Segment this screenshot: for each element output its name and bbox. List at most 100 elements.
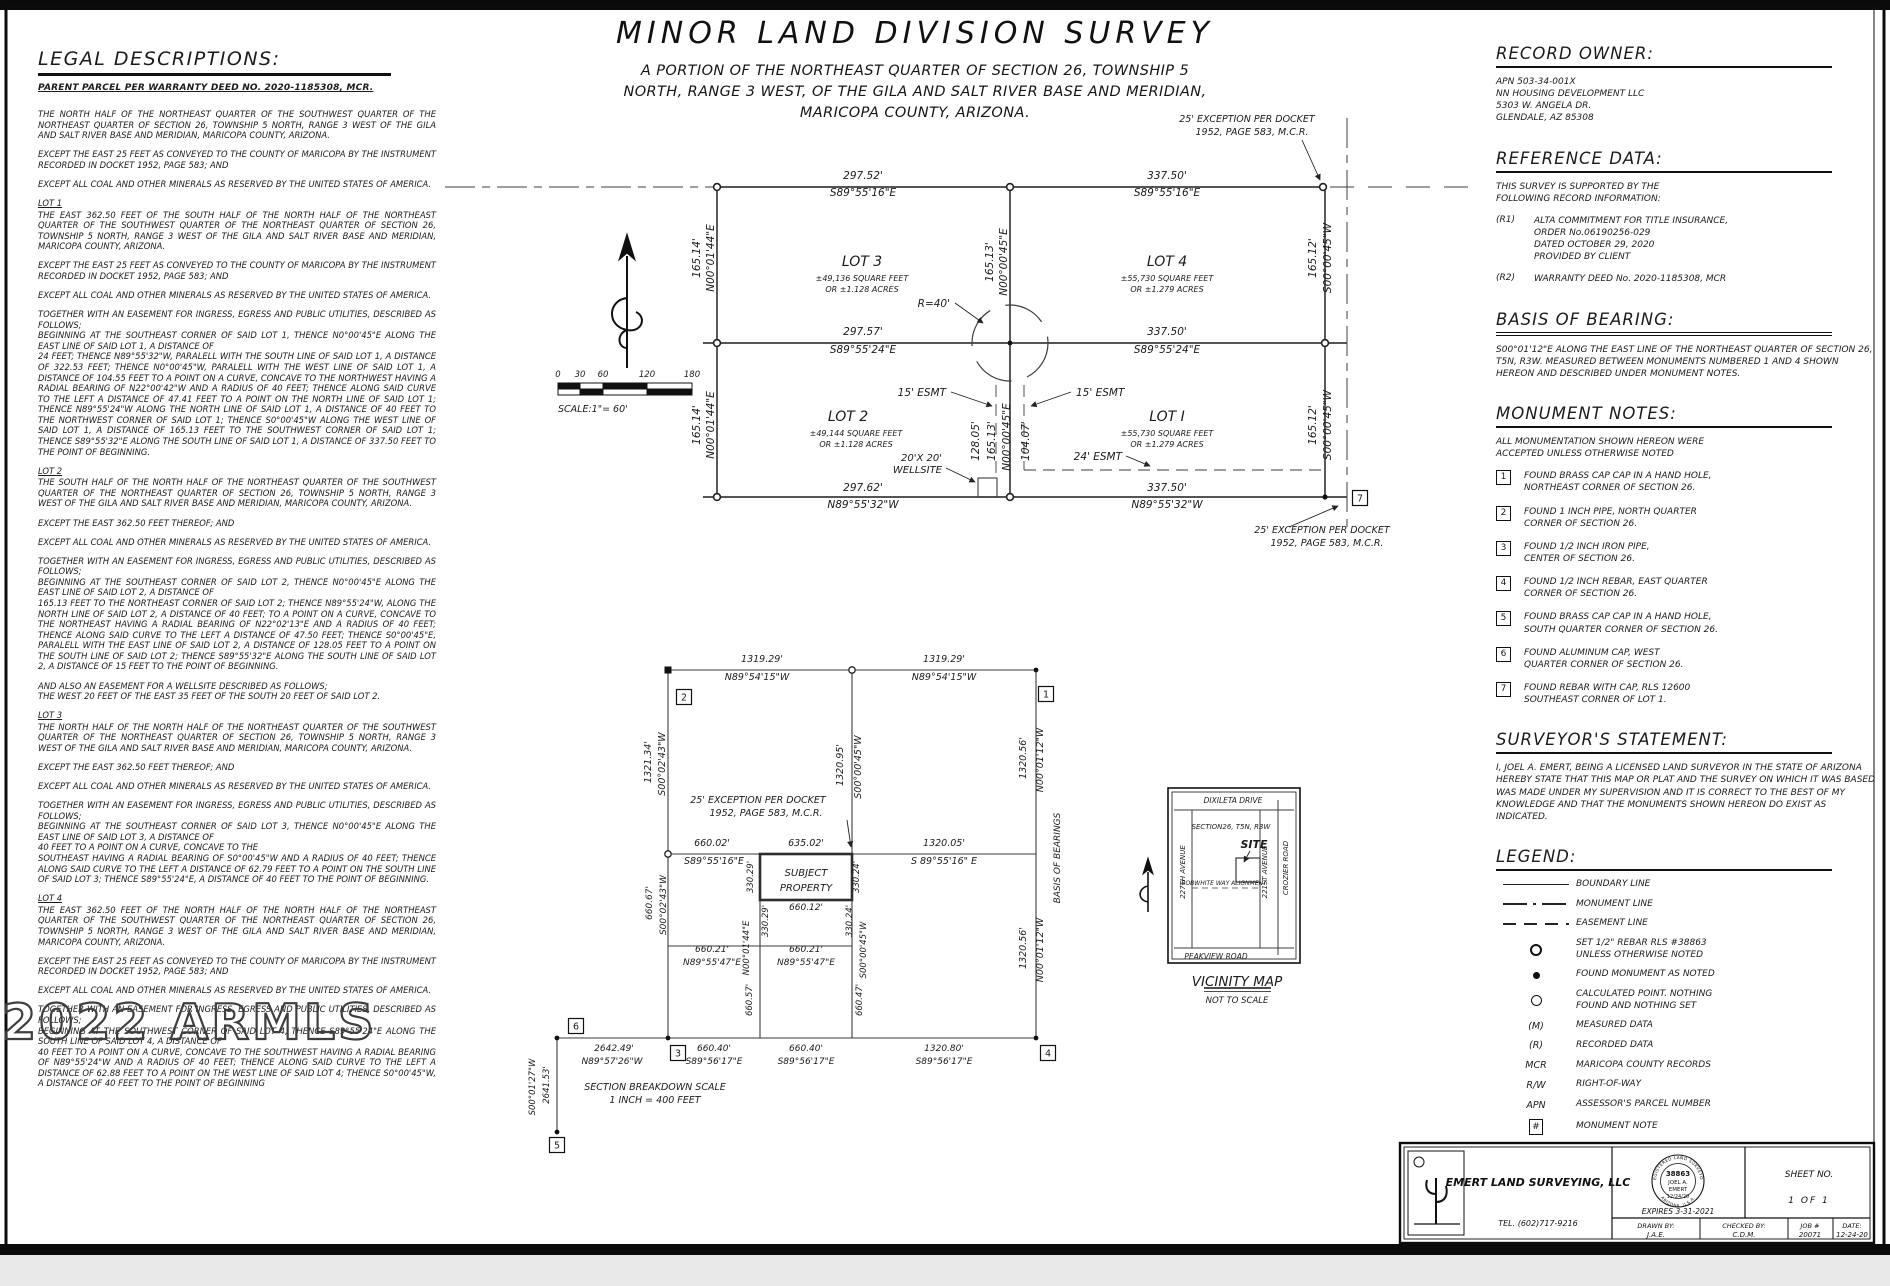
seal-number: 38863 [1666, 1170, 1690, 1178]
scan-edge-bottom [0, 1244, 1890, 1255]
svg-text:1 INCH = 400 FEET: 1 INCH = 400 FEET [609, 1095, 701, 1106]
svg-text:N00°01'12"W: N00°01'12"W [1035, 727, 1046, 792]
svg-text:S89°55'16"E: S89°55'16"E [1134, 187, 1201, 199]
page-subtitle: A PORTION OF THE NORTHEAST QUARTER OF SE… [555, 61, 1275, 124]
legal-paragraph: AND ALSO AN EASEMENT FOR A WELLSITE DESC… [38, 680, 381, 702]
monument-note: 3 FOUND 1/2 INCH IRON PIPE, CENTER OF SEC… [1496, 540, 1878, 565]
legend-label: RIGHT-OF-WAY [1576, 1079, 1642, 1090]
monument-note-number: 4 [1496, 576, 1511, 592]
monument-note-text: FOUND BRASS CAP CAP IN A HAND HOLE, NORT… [1524, 471, 1712, 494]
svg-text:660.67': 660.67' [645, 886, 655, 920]
svg-text:1320.56': 1320.56' [1018, 927, 1029, 969]
svg-text:S00°02'43"W: S00°02'43"W [657, 732, 668, 796]
svg-text:20'X 20': 20'X 20' [901, 453, 942, 464]
svg-text:297.62': 297.62' [843, 482, 883, 494]
legend-heading: LEGEND: [1496, 847, 1833, 871]
svg-text:OR ±1.279 ACRES: OR ±1.279 ACRES [1130, 440, 1203, 449]
monument-note-text: FOUND REBAR WITH CAP, RLS 12600 SOUTHEAS… [1524, 682, 1691, 706]
legal-blocks: THE NORTH HALF OF THE NORTHEAST QUARTER … [38, 109, 436, 1089]
reference-data-items: (R1)ALTA COMMITMENT FOR TITLE INSURANCE,… [1496, 215, 1878, 286]
legend-item: MONUMENT LINE [1496, 899, 1878, 911]
wellsite-square [977, 477, 998, 498]
company-name: EMERT LAND SURVEYING, LLC [1446, 1176, 1631, 1189]
legal-paragraph: EXCEPT ALL COAL AND OTHER MINERALS AS RE… [38, 781, 432, 792]
svg-text:VICINITY MAP: VICINITY MAP [1192, 974, 1283, 990]
legal-paragraph: LOT 3 [38, 710, 63, 721]
subject-property-outline [758, 852, 854, 902]
legend-symbol [1530, 995, 1542, 1007]
site-parcel [1235, 857, 1261, 883]
svg-text:1320.95': 1320.95' [835, 744, 846, 786]
svg-text:660.47': 660.47' [855, 984, 865, 1016]
monument-note: 5 FOUND BRASS CAP CAP IN A HAND HOLE, SOU… [1496, 611, 1878, 635]
legend-label: CALCULATED POINT. NOTHING FOUND AND NOTH… [1576, 989, 1713, 1011]
north-arrow-icon [611, 232, 643, 368]
legend-symbol [1503, 903, 1569, 906]
svg-text:N00°01'44"E: N00°01'44"E [705, 391, 717, 459]
svg-text:24' ESMT: 24' ESMT [1074, 451, 1124, 463]
reference-data-intro: THIS SURVEY IS SUPPORTED BY THE FOLLOWIN… [1496, 181, 1661, 204]
svg-text:N00°00'45"E: N00°00'45"E [998, 228, 1010, 296]
svg-text:LOT 2: LOT 2 [828, 409, 868, 425]
svg-text:BOBWHITE WAY ALIGNMENT: BOBWHITE WAY ALIGNMENT [1181, 880, 1268, 887]
svg-text:1320.05': 1320.05' [923, 838, 965, 849]
easement-lines [995, 385, 1325, 478]
legal-paragraph: TOGETHER WITH AN EASEMENT FOR INGRESS, E… [38, 800, 436, 885]
svg-text:297.52': 297.52' [843, 170, 883, 182]
svg-text:CROZIER ROAD: CROZIER ROAD [1282, 840, 1290, 895]
svg-text:S89°56'17"E: S89°56'17"E [916, 1057, 973, 1067]
svg-text:S89°55'24"E: S89°55'24"E [830, 344, 897, 356]
svg-text:15' ESMT: 15' ESMT [898, 387, 948, 399]
svg-text:635.02': 635.02' [788, 838, 824, 849]
surveyors-statement-heading: SURVEYOR'S STATEMENT: [1496, 730, 1833, 755]
owner-line: APN 503-34-001X [1496, 77, 1576, 87]
drawn-by-label: DRAWN BY: [1637, 1222, 1674, 1230]
legend-item: R/W RIGHT-OF-WAY [1496, 1079, 1878, 1091]
date-value: 12-24-20 [1836, 1231, 1868, 1239]
surveyors-statement-section: SURVEYOR'S STATEMENT: I, JOEL A. EMERT, … [1496, 730, 1878, 823]
legal-paragraph: EXCEPT ALL COAL AND OTHER MINERALS AS RE… [38, 985, 432, 996]
legal-paragraph: EXCEPT THE EAST 25 FEET AS CONVEYED TO T… [38, 149, 436, 170]
svg-text:221ST AVENUE: 221ST AVENUE [1261, 845, 1269, 898]
legend-label: MEASURED DATA [1576, 1020, 1653, 1031]
svg-text:OR ±1.279 ACRES: OR ±1.279 ACRES [1130, 285, 1203, 294]
svg-text:1952, PAGE 583, M.C.R.: 1952, PAGE 583, M.C.R. [1270, 538, 1383, 549]
legal-paragraph: LOT 4 [38, 893, 63, 904]
svg-text:1321.34': 1321.34' [643, 741, 654, 783]
page-title: MINOR LAND DIVISION SURVEY [616, 16, 1214, 51]
svg-text:1952, PAGE 583, M.C.R.: 1952, PAGE 583, M.C.R. [1195, 127, 1308, 138]
scale-bar [557, 382, 693, 396]
monument-note-number: 3 [1496, 540, 1511, 556]
legend-label: MONUMENT NOTE [1576, 1121, 1658, 1132]
svg-text:SECTION26, T5N, R3W: SECTION26, T5N, R3W [1192, 823, 1272, 831]
monument-note-text: FOUND BRASS CAP CAP IN A HAND HOLE, SOUT… [1524, 612, 1718, 635]
svg-text:±55,730 SQUARE FEET: ±55,730 SQUARE FEET [1121, 274, 1215, 283]
svg-text:660.02': 660.02' [694, 838, 730, 849]
sheet-no-value: 1 OF 1 [1788, 1196, 1829, 1206]
basis-of-bearing-text: S00°01'12"E ALONG THE EAST LINE OF THE N… [1496, 344, 1873, 379]
legend-symbol: R/W [1526, 1079, 1546, 1091]
svg-text:S89°55'16"E: S89°55'16"E [830, 187, 897, 199]
svg-text:165.12': 165.12' [1307, 405, 1319, 445]
monument-note: 7 FOUND REBAR WITH CAP, RLS 12600 SOUTHEA… [1496, 681, 1878, 706]
monument-note-number: 7 [1496, 681, 1511, 697]
breakdown-markers [554, 666, 1039, 1135]
legal-paragraph: LOT 2 [38, 465, 63, 476]
legend-item: CALCULATED POINT. NOTHING FOUND AND NOTH… [1496, 989, 1878, 1012]
svg-text:30: 30 [575, 370, 586, 380]
monument-note-text: FOUND 1/2 INCH IRON PIPE, CENTER OF SECT… [1524, 541, 1650, 564]
svg-text:S 89°55'16" E: S 89°55'16" E [911, 856, 977, 867]
legend-item: SET 1/2" REBAR RLS #38863 UNLESS OTHERWI… [1496, 938, 1878, 961]
legend-item: EASEMENT LINE [1496, 918, 1878, 930]
monument-notes-section: MONUMENT NOTES: ALL MONUMENTATION SHOWN … [1496, 404, 1878, 706]
legal-paragraph: TOGETHER WITH AN EASEMENT FOR INGRESS, E… [38, 555, 436, 672]
legal-paragraph: EXCEPT ALL COAL AND OTHER MINERALS AS RE… [38, 536, 432, 547]
drawn-by-value: J.A.E. [1645, 1231, 1665, 1239]
reference-tag: (R1) [1496, 214, 1516, 225]
monument-note-number: 5 [1496, 611, 1511, 627]
svg-text:165.14': 165.14' [691, 238, 703, 278]
